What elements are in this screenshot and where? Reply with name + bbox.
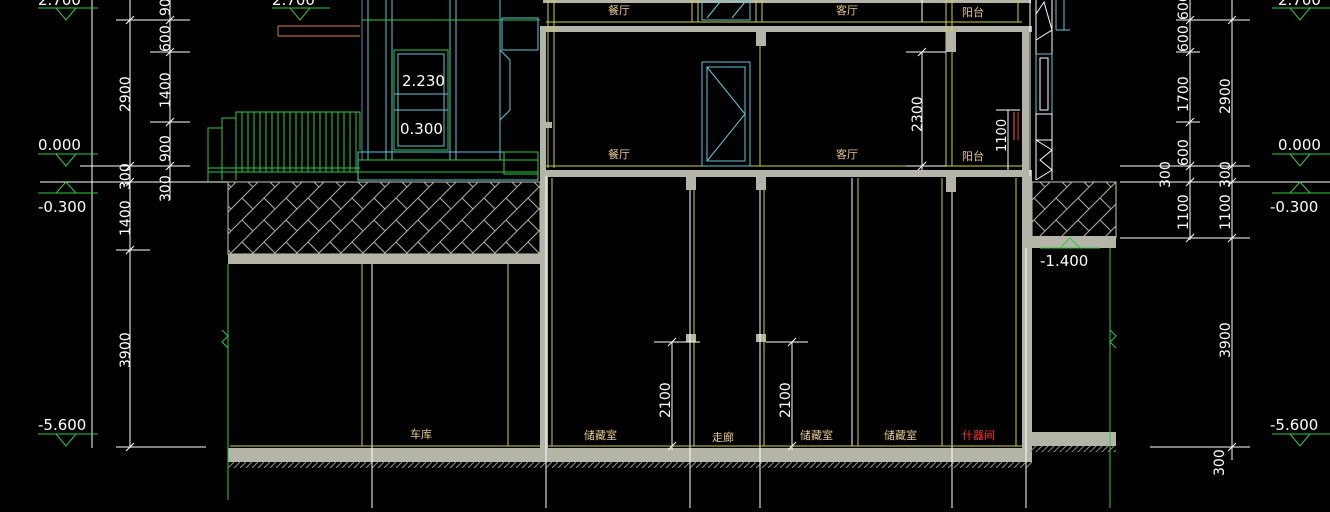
room-corridor: 走廊 bbox=[712, 430, 734, 444]
earth-fill-left bbox=[227, 181, 541, 255]
room-balcony-ground: 阳台 bbox=[962, 149, 984, 163]
dim-r-300-a: 300 bbox=[1158, 161, 1174, 188]
earth-fill-right bbox=[1031, 181, 1117, 239]
basement-structure bbox=[228, 176, 1116, 462]
dim-r-600-a: 600 bbox=[1176, 0, 1192, 20]
elev-m030-right: -0.300 bbox=[1270, 198, 1318, 216]
room-storage-2: 储藏室 bbox=[800, 428, 833, 442]
elev-m560-right: -5.600 bbox=[1270, 416, 1318, 434]
door-dimensions bbox=[654, 337, 808, 451]
elev-window-bottom: 0.300 bbox=[400, 120, 443, 138]
elev-zero-left: 0.000 bbox=[38, 136, 81, 154]
dim-r-1100-b: 1100 bbox=[1218, 194, 1234, 230]
right-elevation-markers bbox=[1040, 7, 1330, 447]
dim-r-1100-a: 1100 bbox=[1176, 194, 1192, 230]
dim-1400: 1400 bbox=[158, 72, 174, 108]
room-storage-3: 储藏室 bbox=[884, 428, 917, 442]
exterior-stair bbox=[207, 111, 361, 182]
facade-decoration-right bbox=[1029, 0, 1070, 181]
room-dining-ground: 餐厅 bbox=[608, 147, 630, 161]
dim-r-1700: 1700 bbox=[1176, 76, 1192, 112]
room-living-ground: 客厅 bbox=[836, 147, 858, 161]
upper-room-labels: 餐厅 客厅 阳台 餐厅 客厅 阳台 bbox=[608, 3, 984, 163]
dim-r-600-b: 600 bbox=[1176, 25, 1192, 52]
dim-2100-b: 2100 bbox=[778, 382, 794, 418]
dim-600: 600 bbox=[158, 25, 174, 52]
room-living-upper: 客厅 bbox=[836, 3, 858, 17]
dim-r-3900: 3900 bbox=[1218, 322, 1234, 358]
dim-900-top: 900 bbox=[158, 0, 174, 16]
basement-room-labels: 车库 储藏室 走廊 储藏室 储藏室 什器间 bbox=[410, 427, 995, 444]
upper-left-elements bbox=[272, 0, 540, 181]
dim-300-b: 300 bbox=[158, 175, 174, 202]
dim-2300: 2300 bbox=[910, 96, 926, 132]
ground-hatch-right bbox=[1030, 446, 1116, 452]
room-garage: 车库 bbox=[410, 427, 432, 441]
elev-window-top: 2.230 bbox=[402, 72, 445, 90]
dim-1400-b: 1400 bbox=[118, 200, 134, 236]
room-storage-1: 储藏室 bbox=[584, 428, 617, 442]
ground-hatch-base bbox=[228, 462, 1032, 468]
inner-dimensions-upper bbox=[906, 47, 1020, 171]
elev-m560-left: -5.600 bbox=[38, 416, 86, 434]
right-dimension-chain bbox=[1120, 0, 1330, 460]
elev-top-left2: 2.700 bbox=[272, 0, 315, 9]
dim-r-600-c: 600 bbox=[1176, 139, 1192, 166]
left-elevation-markers bbox=[38, 7, 98, 447]
dim-r-300-b: 300 bbox=[1218, 161, 1234, 188]
dim-2100-a: 2100 bbox=[658, 382, 674, 418]
dim-r-300-c: 300 bbox=[1212, 449, 1228, 476]
right-dim-labels: 600 600 1700 2900 600 300 300 1100 1100 … bbox=[1158, 0, 1234, 476]
dim-r-2900: 2900 bbox=[1218, 78, 1234, 114]
elev-m140: -1.400 bbox=[1040, 252, 1088, 270]
dim-900: 900 bbox=[158, 135, 174, 162]
room-dining-upper: 餐厅 bbox=[608, 3, 630, 17]
basement-lines bbox=[221, 176, 1117, 508]
elev-zero-right: 0.000 bbox=[1278, 136, 1321, 154]
elev-top-right: 2.700 bbox=[1278, 0, 1321, 9]
room-utility: 什器间 bbox=[962, 429, 995, 442]
left-dim-labels: 900 600 2900 1400 900 300 300 1400 3900 bbox=[118, 0, 174, 368]
elev-m030-left: -0.300 bbox=[38, 198, 86, 216]
left-dimension-chain bbox=[40, 0, 230, 452]
elev-top-left: 2.700 bbox=[38, 0, 81, 9]
dim-3900-left: 3900 bbox=[118, 332, 134, 368]
room-balcony-upper: 阳台 bbox=[962, 5, 984, 19]
dim-300-a: 300 bbox=[118, 163, 134, 190]
dim-2900: 2900 bbox=[118, 76, 134, 112]
dim-1100-inner: 1100 bbox=[995, 119, 1010, 152]
